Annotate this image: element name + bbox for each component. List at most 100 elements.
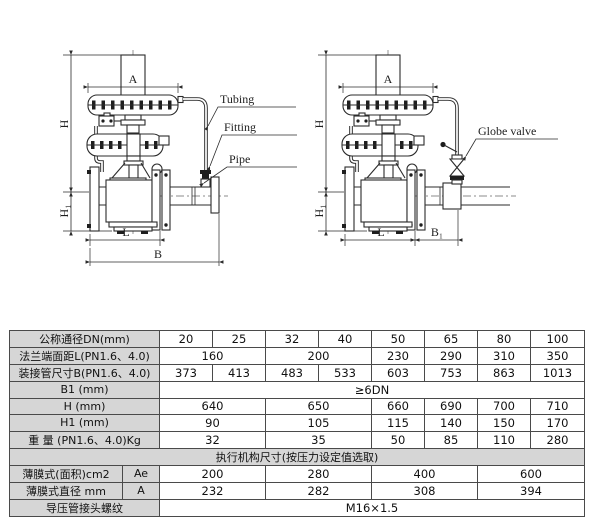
pilot-diaphragm-chamber [341,133,425,157]
table-cell: 280 [265,464,372,483]
table-cell: 863 [477,364,531,382]
tubing-line [438,97,459,155]
dimension-h: H [312,50,376,232]
table-section-header: 执行机构尺寸(按压力设定值选取) [9,447,585,466]
valve-body [342,166,426,234]
table-cell: 20 [159,330,213,348]
table-label-cell: 公称通径DN(mm) [9,330,160,348]
dim-label-h: H [57,119,71,128]
table-cell: 753 [424,364,478,382]
annotation-fitting: Fitting [206,120,297,171]
table-cell: 660 [371,397,425,416]
left-sensing-pipe [349,126,359,172]
table-row: 执行机构尺寸(按压力设定值选取) [9,447,585,466]
table-cell: 1013 [530,364,585,382]
table-cell: 90 [159,414,266,432]
table-cell: 65 [424,330,478,348]
table-cell: 80 [477,330,531,348]
table-cell: 310 [477,347,531,365]
dimension-a: A [338,72,438,93]
globe-valve-label: Globe valve [478,124,536,138]
table-cell: 394 [477,481,585,500]
pipe-coupling [442,182,462,210]
dim-label-b1: B₁ [431,225,443,239]
table-label-cell: B1 (mm) [9,381,160,399]
dimension-h1: H₁ [312,187,328,236]
right-flange [151,169,161,231]
fitting-label: Fitting [224,120,256,134]
dimension-l: L [85,225,165,246]
table-cell: 25 [212,330,266,348]
table-cell: 400 [371,464,478,483]
table-cell: 50 [371,430,425,449]
table-cell: 200 [265,347,372,365]
table-cell: 50 [371,330,425,348]
dimension-h1: H₁ [57,187,73,236]
bonnet [111,155,151,179]
table-cell: 290 [424,347,478,365]
table-cell: 710 [530,397,585,416]
table-cell: 200 [159,464,266,483]
dim-label-h1: H₁ [57,205,71,218]
fitting [200,170,211,188]
pipe-mating-flange [161,169,171,231]
downstream-pipe [425,182,510,210]
table-cell: 105 [265,414,372,432]
diaphragm-actuator [87,94,184,116]
table-cell: 40 [318,330,372,348]
downstream-pipe [170,176,220,214]
left-sensing-pipe [94,126,104,172]
pipe-label: Pipe [229,152,250,166]
table-cell: 230 [371,347,425,365]
bonnet [366,155,406,179]
table-cell: 110 [477,430,531,449]
table-cell: 170 [530,414,585,432]
table-cell: 413 [212,364,266,382]
table-cell: 282 [265,481,372,500]
actuator-neck [375,114,401,134]
table-label-cell: 装接管尺寸B(PN1.6、4.0) [9,364,160,382]
dim-label-l: L [122,225,129,239]
globe-valve-body [448,158,466,177]
table-row: B1 (mm)≥6DN [9,381,585,399]
dimension-b1: B₁ [410,210,463,246]
diaphragm-actuator [342,94,439,116]
table-cell: 603 [371,364,425,382]
table-cell: 160 [159,347,266,365]
table-label-cell: H (mm) [9,397,160,416]
dim-label-a: A [384,72,393,86]
table-cell: 690 [424,397,478,416]
annotation-tubing: Tubing [204,92,296,131]
table-cell: 100 [530,330,585,348]
table-cell: 600 [477,464,585,483]
table-cell: 32 [265,330,319,348]
dimension-a: A [83,72,183,93]
table-label-cell: H1 (mm) [9,414,160,432]
table-cell: 140 [424,414,478,432]
right-flange [406,169,416,231]
right-valve-diagram: A H H₁ L B₁ Globe valve [312,50,558,246]
table-cell: 115 [371,414,425,432]
dimension-b: B [85,214,224,266]
table-cell: 640 [159,397,266,416]
table-label-cell: 薄膜式(面积)cm2 [9,464,123,483]
tubing-nipple [432,95,439,104]
actuator-stem [375,54,401,98]
dim-label-l: L [377,225,384,239]
table-cell: M16×1.5 [159,498,585,517]
annotation-pipe: Pipe [199,152,297,188]
dim-label-a: A [129,72,138,86]
table-label-cell: 重 量 (PN1.6、4.0)Kg [9,430,160,449]
table-cell: 350 [530,347,585,365]
